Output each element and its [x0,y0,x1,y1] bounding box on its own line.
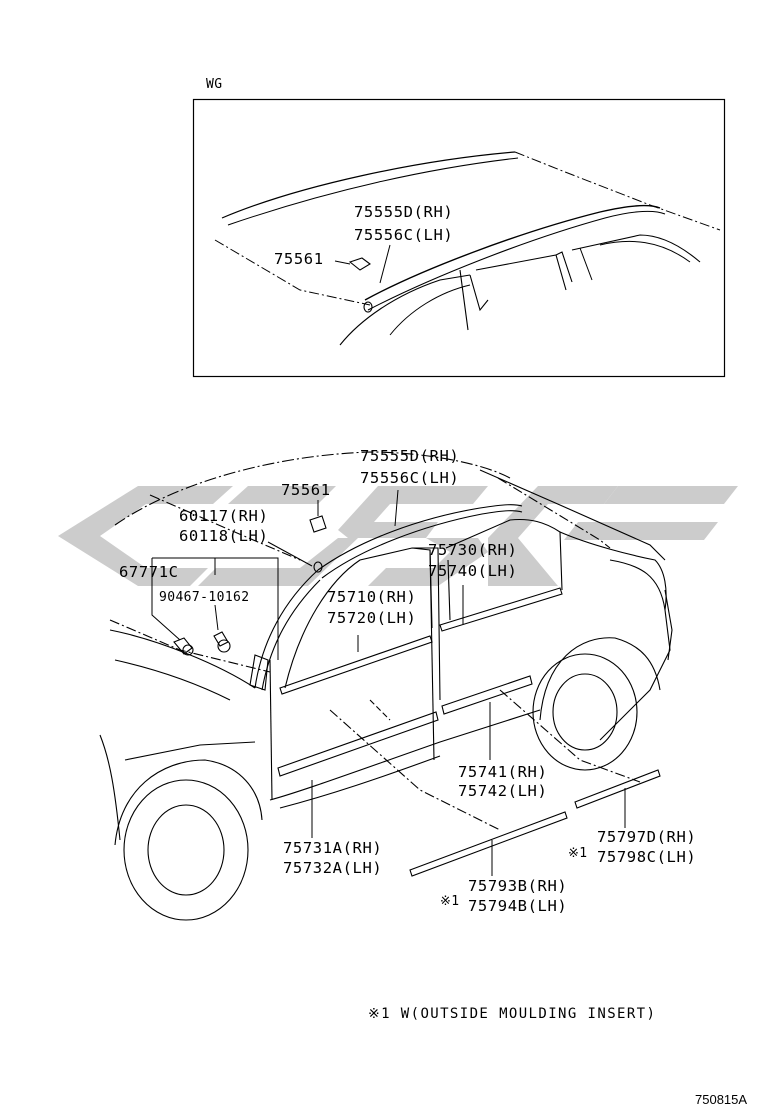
roof-moulding-rh-label: 75555D(RH) [360,447,460,465]
pillar-garnish-rh-label: 60117(RH) [179,507,269,525]
inset-roof-moulding-rh-label: 75555D(RH) [354,203,454,221]
inset-roof-moulding-lh-label: 75556C(LH) [354,226,454,244]
figure-reference: 750815A [695,1092,748,1107]
clip-label: 75561 [281,481,331,499]
pillar-garnish-lh-label: 60118(LH) [179,527,269,545]
rear-belt-moulding-lh-label: 75740(LH) [428,562,518,580]
rear-door-moulding-lh-label: 75742(LH) [458,782,548,800]
front-insert-rh-label: 75793B(RH) [468,877,568,895]
mud-guard-label: 67771C [119,563,179,581]
front-door-moulding-lh-label: 75732A(LH) [283,859,383,877]
watermark-logo [58,486,738,586]
inset-clip-label: 75561 [274,250,324,268]
screw-label: 90467-10162 [159,590,250,605]
rear-insert-rh-label: 75797D(RH) [597,828,697,846]
footnote: ※1 W(OUTSIDE MOULDING INSERT) [368,1006,657,1022]
rear-insert-lh-label: 75798C(LH) [597,848,697,866]
rear-insert-mark: ※1 [568,846,588,861]
inset-variant-label: WG [206,77,223,92]
front-belt-moulding-lh-label: 75720(LH) [327,609,417,627]
rear-door-moulding-rh-label: 75741(RH) [458,763,548,781]
roof-moulding-lh-label: 75556C(LH) [360,469,460,487]
front-insert-mark: ※1 [440,894,460,909]
front-belt-moulding-rh-label: 75710(RH) [327,588,417,606]
front-insert-lh-label: 75794B(LH) [468,897,568,915]
front-door-moulding-rh-label: 75731A(RH) [283,839,383,857]
rear-belt-moulding-rh-label: 75730(RH) [428,541,518,559]
watermark-shapes [58,486,738,586]
